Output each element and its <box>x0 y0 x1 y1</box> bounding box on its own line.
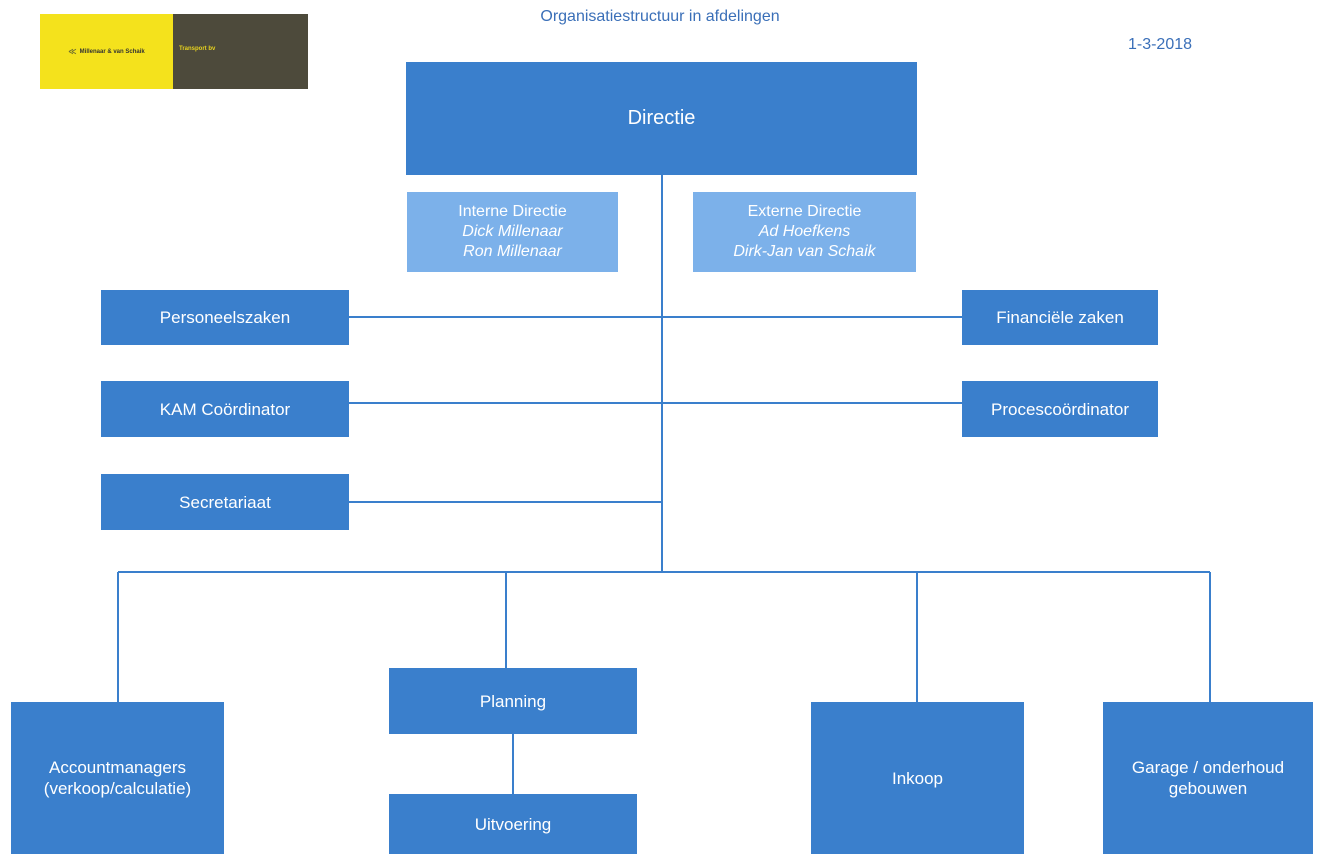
node-title: Externe Directie <box>747 203 862 220</box>
node-externe-directie: Externe Directie Ad Hoefkens Dirk-Jan va… <box>693 192 916 272</box>
node-interne-directie: Interne Directie Dick Millenaar Ron Mill… <box>407 192 618 272</box>
company-logo: ≪ Millenaar & van Schaik Transport bv <box>40 14 308 89</box>
person-name: Dick Millenaar <box>462 223 563 240</box>
node-directie: Directie <box>406 62 917 175</box>
node-uitvoering: Uitvoering <box>389 794 637 854</box>
node-garage: Garage / onderhoud gebouwen <box>1103 702 1313 854</box>
node-title: Interne Directie <box>458 203 567 220</box>
node-label: Planning <box>479 691 547 711</box>
node-sublabel: gebouwen <box>1168 779 1248 798</box>
logo-mark-icon: ≪ <box>68 47 77 56</box>
node-procescoordinator: Procescoördinator <box>962 381 1158 437</box>
node-financiele-zaken: Financiële zaken <box>962 290 1158 345</box>
node-planning: Planning <box>389 668 637 734</box>
node-accountmanagers: Accountmanagers (verkoop/calculatie) <box>11 702 224 854</box>
person-name: Dirk-Jan van Schaik <box>733 243 876 260</box>
node-secretariaat: Secretariaat <box>101 474 349 530</box>
node-label: Accountmanagers <box>48 758 187 777</box>
node-label: Personeelszaken <box>159 308 291 327</box>
page-title: Organisatiestructuur in afdelingen <box>540 8 780 25</box>
node-label: Directie <box>627 107 696 129</box>
node-label: Procescoördinator <box>991 399 1129 419</box>
node-kam-coordinator: KAM Coördinator <box>101 381 349 437</box>
node-personeelszaken: Personeelszaken <box>101 290 349 345</box>
node-sublabel: (verkoop/calculatie) <box>43 779 192 798</box>
person-name: Ron Millenaar <box>463 243 562 260</box>
logo-left-text: Millenaar & van Schaik <box>79 48 145 55</box>
logo-right-text: Transport bv <box>179 46 216 52</box>
date-label: 1-3-2018 <box>1127 36 1193 53</box>
node-label: KAM Coördinator <box>159 399 291 419</box>
node-label: Inkoop <box>891 768 944 788</box>
node-inkoop: Inkoop <box>811 702 1024 854</box>
node-label: Garage / onderhoud <box>1131 758 1285 777</box>
person-name: Ad Hoefkens <box>758 223 851 240</box>
node-label: Uitvoering <box>474 814 552 834</box>
node-label: Financiële zaken <box>996 308 1124 327</box>
node-label: Secretariaat <box>179 492 271 512</box>
